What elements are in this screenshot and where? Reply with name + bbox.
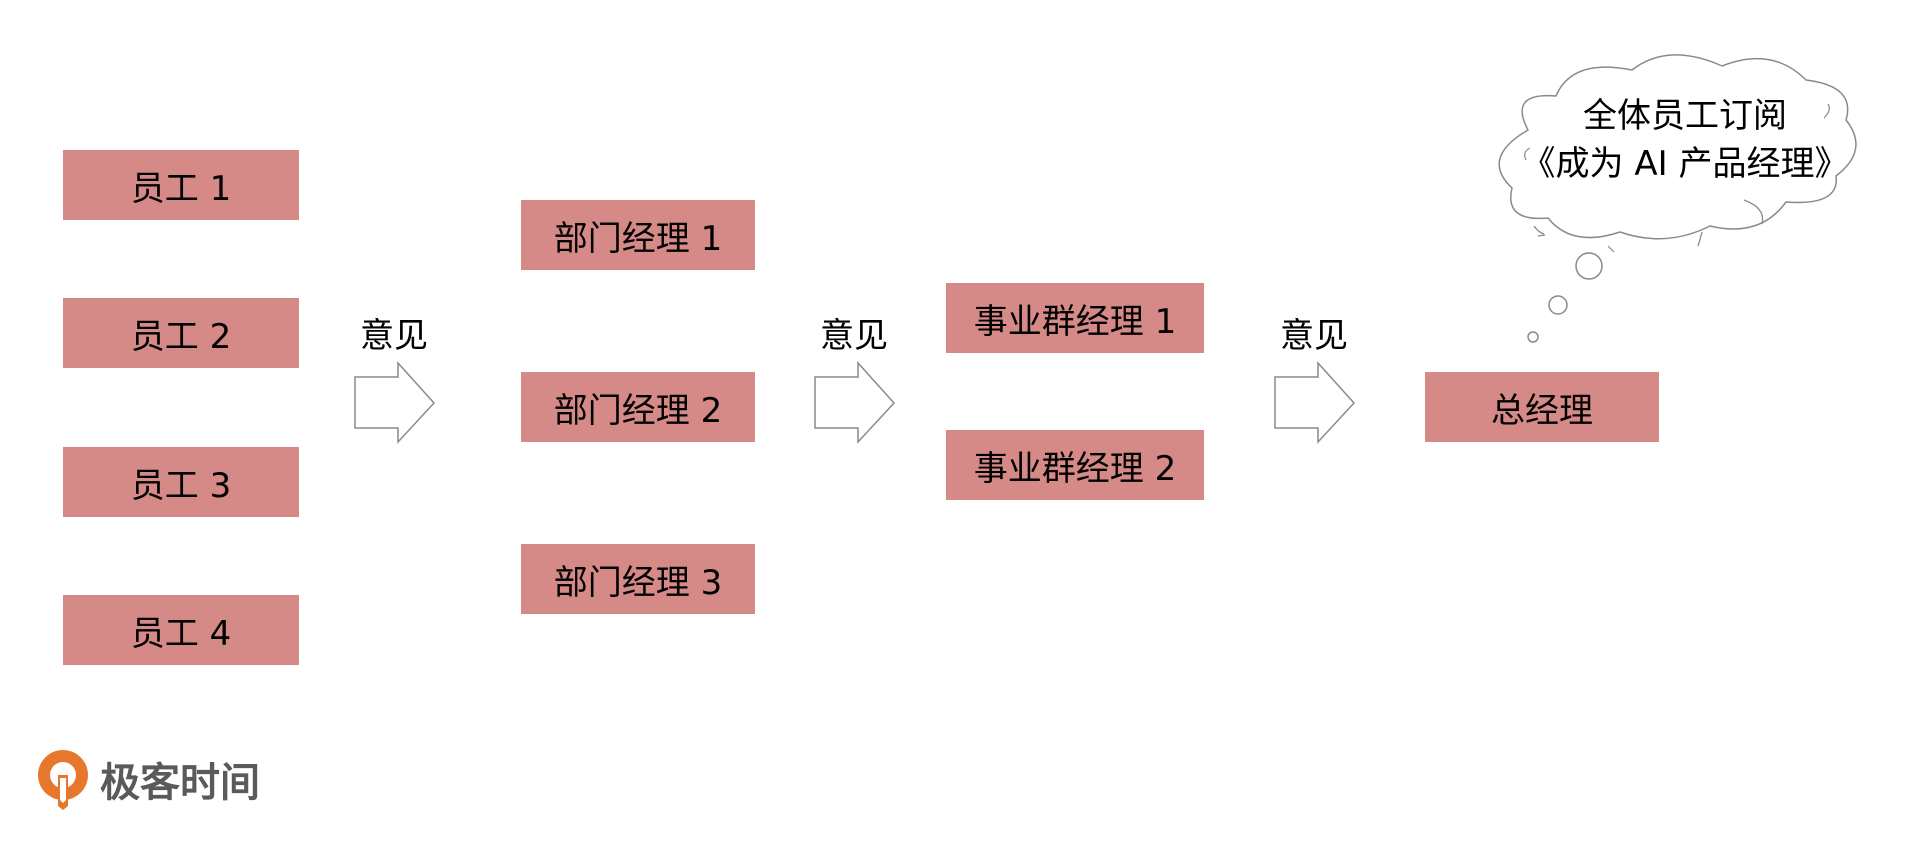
general-manager-label: 总经理 <box>1491 390 1593 431</box>
employee-box-3: 员工 3 <box>63 447 299 517</box>
right-arrow-icon <box>354 361 436 444</box>
thought-line-2: 《成为 AI 产品经理》 <box>1521 144 1849 184</box>
dept-manager-box-1: 部门经理 1 <box>521 200 755 270</box>
logo: 极客时间 <box>36 748 260 810</box>
general-manager-box: 总经理 <box>1425 372 1659 442</box>
logo-text: 极客时间 <box>100 760 260 806</box>
dept-manager-box-2: 部门经理 2 <box>521 372 755 442</box>
arrow-label-opinion: 意见 <box>820 316 888 356</box>
right-arrow-icon <box>1274 361 1356 444</box>
right-arrow-icon <box>814 361 896 444</box>
bu-manager-label: 事业群经理 2 <box>973 448 1177 489</box>
employee-label: 员工 3 <box>130 465 232 506</box>
employee-box-2: 员工 2 <box>63 298 299 368</box>
employee-label: 员工 2 <box>130 316 232 357</box>
dept-manager-label: 部门经理 3 <box>553 562 723 603</box>
bu-manager-box-1: 事业群经理 1 <box>946 283 1204 353</box>
dept-manager-label: 部门经理 2 <box>553 390 723 431</box>
dept-manager-label: 部门经理 1 <box>553 218 723 259</box>
thought-text: 全体员工订阅 《成为 AI 产品经理》 <box>1490 92 1880 188</box>
bu-manager-label: 事业群经理 1 <box>973 301 1177 342</box>
employee-box-4: 员工 4 <box>63 595 299 665</box>
arrow-label-opinion: 意见 <box>360 316 428 356</box>
bu-manager-box-2: 事业群经理 2 <box>946 430 1204 500</box>
geektime-logo-icon <box>38 750 88 810</box>
employee-label: 员工 1 <box>130 168 232 209</box>
dept-manager-box-3: 部门经理 3 <box>521 544 755 614</box>
thought-line-1: 全体员工订阅 <box>1583 96 1787 136</box>
employee-box-1: 员工 1 <box>63 150 299 220</box>
employee-label: 员工 4 <box>130 613 232 654</box>
arrow-label-opinion: 意见 <box>1280 316 1348 356</box>
